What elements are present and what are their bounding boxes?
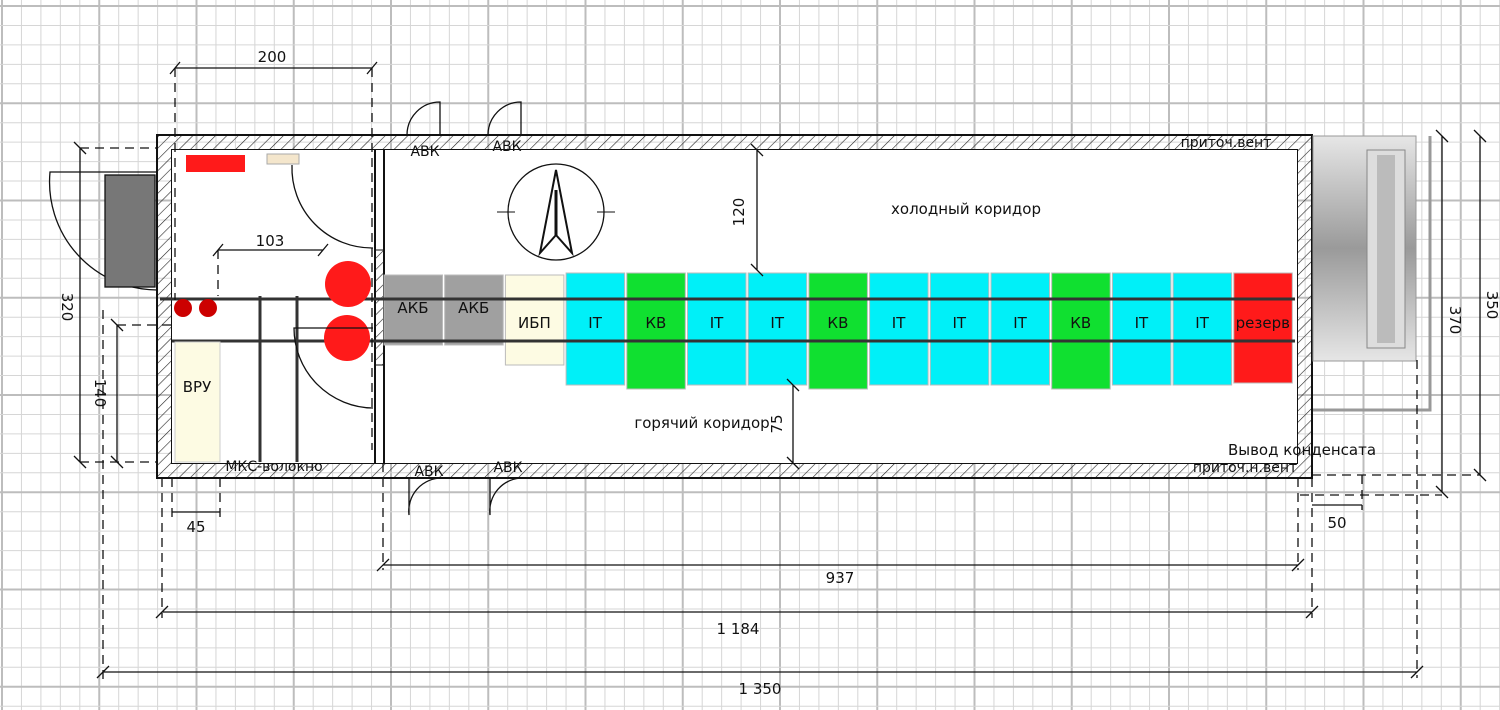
dimension-lines <box>73 61 1487 680</box>
rack-body <box>1172 272 1233 386</box>
rack-label: КВ <box>1070 314 1091 332</box>
rack-body <box>1233 272 1293 384</box>
rack-battery[interactable]: АКБ <box>444 274 504 346</box>
rack-body <box>1051 272 1111 390</box>
dim-103: 103 <box>256 232 285 250</box>
avk-label: АВК <box>410 144 439 160</box>
rack-body <box>808 272 868 390</box>
dim-120: 120 <box>730 198 748 227</box>
rack-body <box>444 274 504 346</box>
rack-body <box>383 274 443 346</box>
vent-top-label: приточ.вент <box>1181 135 1272 151</box>
rack-label: АКБ <box>397 299 428 317</box>
rack-it[interactable]: IT <box>565 272 626 386</box>
rack-label: IT <box>770 314 784 332</box>
avk-label: АВК <box>414 464 443 480</box>
rack-label: ИБП <box>518 314 551 332</box>
rack-label: IT <box>1013 314 1027 332</box>
rack-label: АКБ <box>458 299 489 317</box>
hot-corridor-label: горячий коридор <box>634 414 769 432</box>
cream-panel <box>266 153 300 165</box>
fiber-label: МКС-волокно <box>225 459 322 475</box>
rack-cooling[interactable]: КВ <box>808 272 868 390</box>
rack-ups[interactable]: ИБП <box>504 274 565 366</box>
cold-corridor-label: холодный коридор <box>891 200 1041 218</box>
rack-it[interactable]: IT <box>869 272 929 386</box>
dim-370: 370 <box>1446 306 1464 335</box>
rack-label: КВ <box>645 314 666 332</box>
rack-it[interactable]: IT <box>1111 272 1172 386</box>
rack-label: IT <box>892 314 906 332</box>
rack-label: КВ <box>827 314 848 332</box>
rack-body <box>1111 272 1172 386</box>
rack-body <box>687 272 747 386</box>
red-panel <box>186 155 245 172</box>
rack-body <box>869 272 929 386</box>
rack-row: АКБ АКБ ИБП IT КВ IT IT КВ IT IT IT КВ IT IT резерв <box>383 272 1293 390</box>
dim-320: 320 <box>58 293 76 322</box>
rack-cooling[interactable]: КВ <box>1051 272 1111 390</box>
rack-body <box>990 272 1050 386</box>
fire-tank[interactable] <box>324 315 370 361</box>
rack-label: IT <box>953 314 967 332</box>
vru-label: ВРУ <box>183 378 211 396</box>
rack-label: резерв <box>1236 314 1290 332</box>
dim-1350: 1 350 <box>739 680 782 698</box>
rack-body <box>747 272 808 386</box>
rack-label: IT <box>588 314 602 332</box>
dim-140: 140 <box>91 379 109 408</box>
extinguisher-icon <box>174 299 192 317</box>
extinguisher-icon <box>199 299 217 317</box>
rack-it[interactable]: IT <box>687 272 747 386</box>
rack-it[interactable]: IT <box>747 272 808 386</box>
dim-1184: 1 184 <box>717 620 760 638</box>
rack-body <box>504 274 565 366</box>
dim-75: 75 <box>768 414 786 433</box>
condensate-label: Вывод конденсата <box>1228 441 1376 459</box>
vent-bottom-label: приточ.н.вент <box>1193 460 1297 476</box>
avk-label: АВК <box>492 139 521 155</box>
door[interactable] <box>48 101 524 516</box>
dim-45: 45 <box>186 518 205 536</box>
rack-body <box>565 272 626 386</box>
rack-it[interactable]: IT <box>990 272 1050 386</box>
rack-label: IT <box>710 314 724 332</box>
rack-body <box>929 272 990 386</box>
dim-350: 350 <box>1483 291 1500 320</box>
outdoor-cooling-unit[interactable] <box>1312 135 1432 412</box>
rack-label: IT <box>1195 314 1209 332</box>
rack-it[interactable]: IT <box>1172 272 1233 386</box>
avk-label: АВК <box>493 460 522 476</box>
vru-cabinet[interactable] <box>174 341 221 463</box>
dim-200: 200 <box>258 48 287 66</box>
north-arrow-icon <box>497 163 615 261</box>
dim-937: 937 <box>826 569 855 587</box>
rack-cooling[interactable]: КВ <box>626 272 686 390</box>
rack-label: IT <box>1135 314 1149 332</box>
rack-battery[interactable]: АКБ <box>383 274 443 346</box>
dim-50: 50 <box>1327 514 1346 532</box>
rack-body <box>626 272 686 390</box>
fire-tank[interactable] <box>325 261 371 307</box>
rack-reserve[interactable]: резерв <box>1233 272 1293 384</box>
rack-it[interactable]: IT <box>929 272 990 386</box>
